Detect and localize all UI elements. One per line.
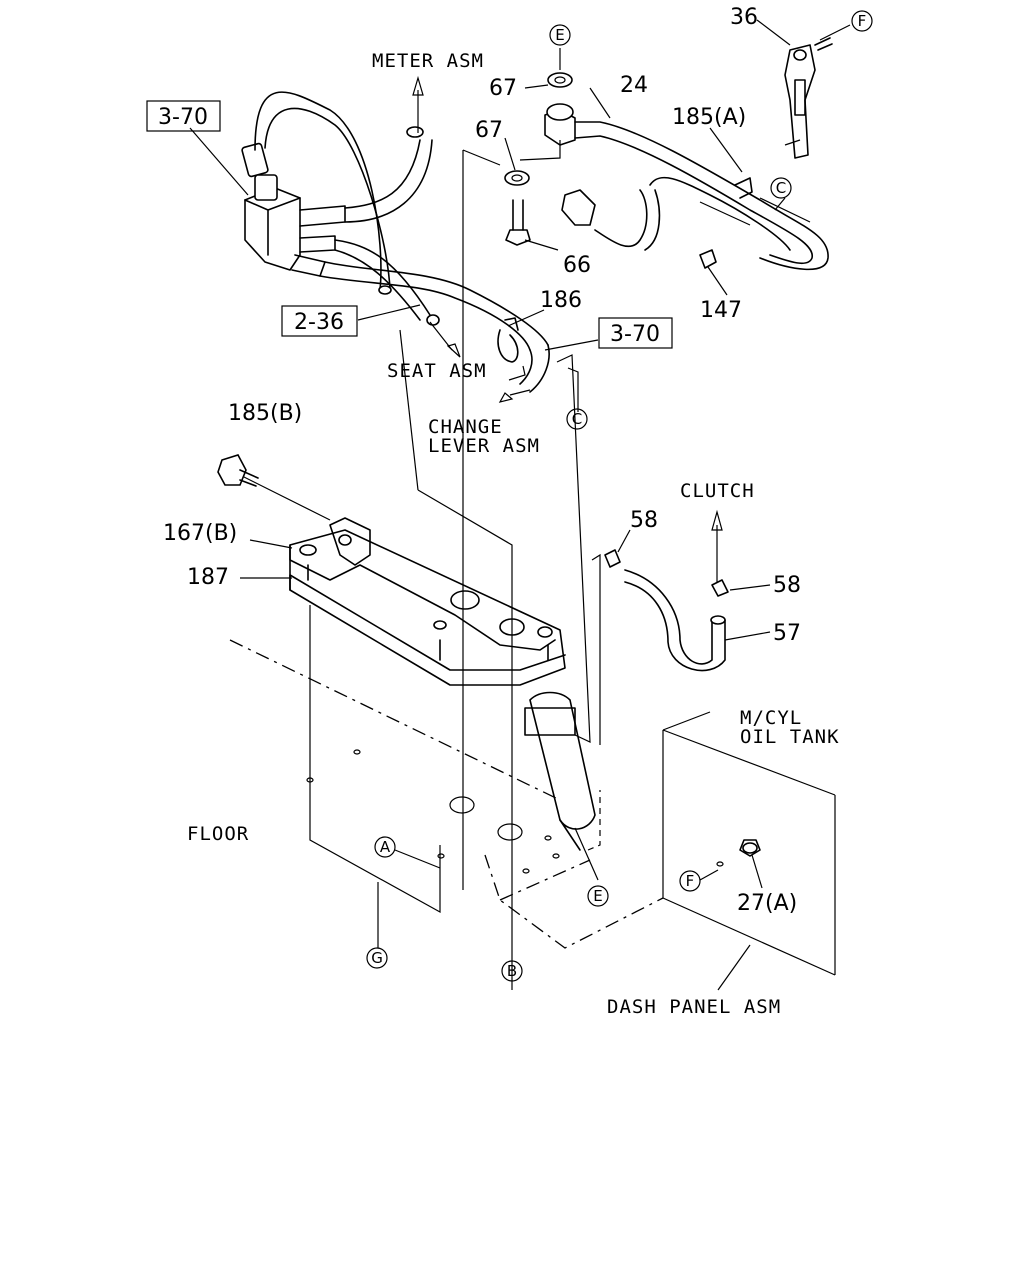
clutch-label: CLUTCH [680,480,755,502]
part-number-58-right: 58 [773,573,801,598]
oil-tank-label-line2: OIL TANK [740,726,840,748]
callout-g: G [366,947,388,969]
bolt-185b [217,454,259,487]
ref-box-2-36: 2-36 [281,305,358,337]
callout-e-bottom: E [587,885,609,907]
part-number-187: 187 [187,565,229,590]
callout-g-letter: G [371,949,383,967]
part-number-58-left: 58 [630,508,658,533]
part-number-67-mid: 67 [475,118,503,143]
ref-box-3-70-top: 3-70 [146,100,221,132]
clutch-hose-57 [604,549,729,672]
floor-label: FLOOR [187,823,249,845]
leader-lines [189,19,851,991]
seat-asm-label: SEAT ASM [387,360,487,382]
callout-b: B [501,960,523,982]
part-number-66: 66 [563,253,591,278]
bracket-36 [784,37,833,159]
oil-tank-outline [662,711,836,976]
callout-c-right-letter: C [776,179,786,197]
part-number-27a: 27(A) [737,891,797,916]
floor-outline [229,639,664,949]
part-number-186: 186 [540,288,582,313]
lever-boot [524,691,596,851]
part-number-147: 147 [700,298,742,323]
callout-f-bottom-letter: F [686,872,695,890]
part-number-67-top: 67 [489,76,517,101]
callout-c-mid: C [566,408,588,430]
callout-c-right: C [770,177,792,199]
part-number-57: 57 [773,621,801,646]
callout-f-top: F [851,10,873,32]
part-number-185a: 185(A) [672,105,746,130]
dash-panel-asm-label: DASH PANEL ASM [607,996,781,1018]
ref-box-3-70-mid: 3-70 [598,317,673,349]
callout-a-letter: A [380,838,391,856]
callout-a: A [374,836,396,858]
ref-box-3-70-top-text: 3-70 [158,105,208,130]
meter-asm-label: METER ASM [372,50,484,72]
callout-b-letter: B [507,962,517,980]
callout-e-top-letter: E [555,26,564,44]
part-number-24: 24 [620,73,648,98]
pipe-assembly [504,72,829,271]
part-number-36: 36 [730,5,758,30]
callout-f-bottom: F [679,870,701,892]
part-number-185b: 185(B) [228,401,302,426]
change-lever-label-line1: CHANGE [428,416,503,438]
change-lever-label-line2: LEVER ASM [428,435,540,457]
mcyl-label-line1: M/CYL [740,707,802,729]
callout-e-top: E [549,24,571,46]
callout-c-mid-letter: C [572,410,582,428]
part-number-167b: 167(B) [163,521,237,546]
callout-f-top-letter: F [858,12,867,30]
plate-assembly [289,517,566,686]
clip-186 [497,317,519,363]
ref-box-3-70-mid-text: 3-70 [610,322,660,347]
callout-e-bottom-letter: E [593,887,602,905]
ref-box-2-36-text: 2-36 [294,310,344,335]
